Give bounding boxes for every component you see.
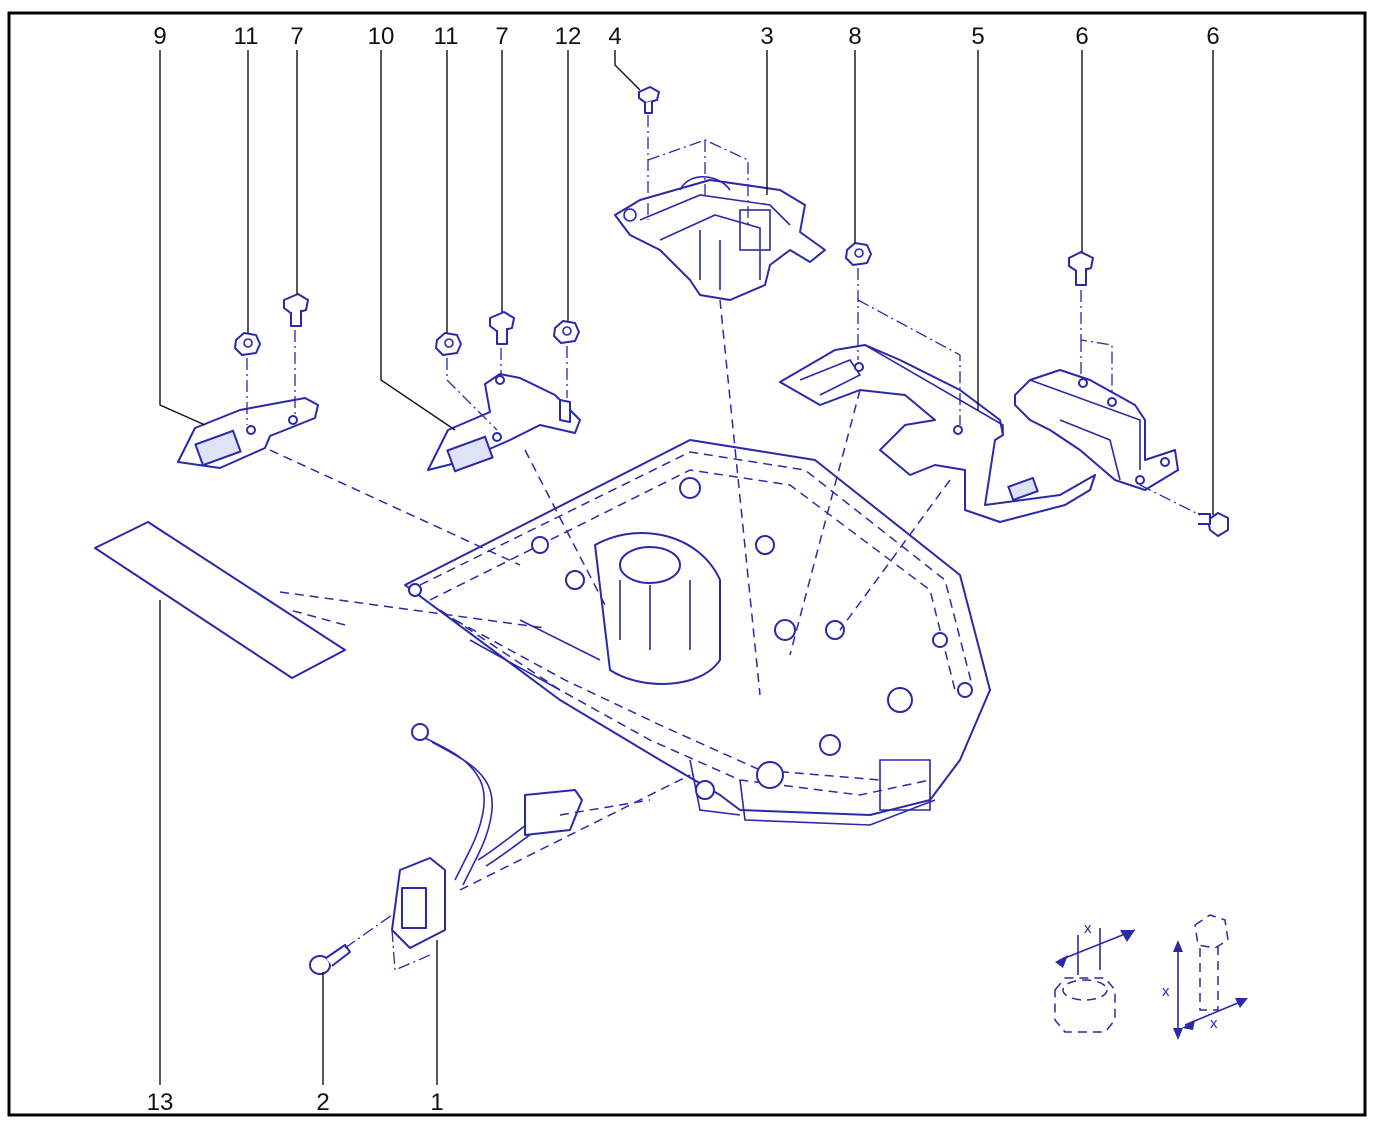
callout-11-left: 11	[234, 23, 259, 50]
callout-8: 8	[848, 23, 861, 50]
callout-11-center: 11	[434, 23, 459, 50]
screw-2	[309, 944, 351, 975]
bolt-6-side	[1198, 512, 1229, 537]
bracket-6	[1014, 369, 1179, 491]
callout-6-right: 6	[1206, 23, 1219, 50]
dim-label-bolt-diameter: x	[1210, 1015, 1218, 1032]
nut-12	[553, 320, 580, 344]
screw-4	[638, 86, 660, 114]
assembly-guide-lines	[269, 299, 951, 891]
callout-1: 1	[430, 1089, 443, 1116]
callout-2: 2	[316, 1089, 329, 1116]
dim-label-bolt-length: x	[1162, 983, 1170, 1000]
nut-size-reference	[1054, 928, 1136, 1033]
wiring-harness-1	[391, 723, 583, 949]
callout-6-top: 6	[1075, 23, 1088, 50]
bracket-5	[779, 344, 1096, 523]
diagram-frame	[7, 11, 1367, 1117]
bolt-6-top	[1068, 251, 1094, 286]
bolt-7-left	[283, 293, 309, 327]
callout-4: 4	[608, 23, 621, 50]
film-sheet-13	[94, 521, 346, 679]
callout-12: 12	[555, 23, 582, 50]
nut-8	[845, 242, 872, 266]
dim-label-nut: x	[1084, 920, 1092, 937]
nut-11-center	[435, 332, 462, 356]
valve-body-housing	[404, 439, 991, 826]
callout-9: 9	[153, 23, 166, 50]
leader-lines	[159, 50, 1214, 1085]
callout-5: 5	[971, 23, 984, 50]
callout-10: 10	[368, 23, 395, 50]
callout-7-left: 7	[290, 23, 303, 50]
bolt-size-reference	[1173, 914, 1248, 1040]
nut-11-left	[234, 332, 261, 356]
callout-7-center: 7	[495, 23, 508, 50]
plate-9	[177, 397, 319, 469]
bolt-7-center	[489, 311, 515, 345]
plate-10	[427, 373, 581, 473]
callout-3: 3	[760, 23, 773, 50]
control-module-3	[614, 176, 826, 301]
callout-13: 13	[147, 1089, 174, 1116]
